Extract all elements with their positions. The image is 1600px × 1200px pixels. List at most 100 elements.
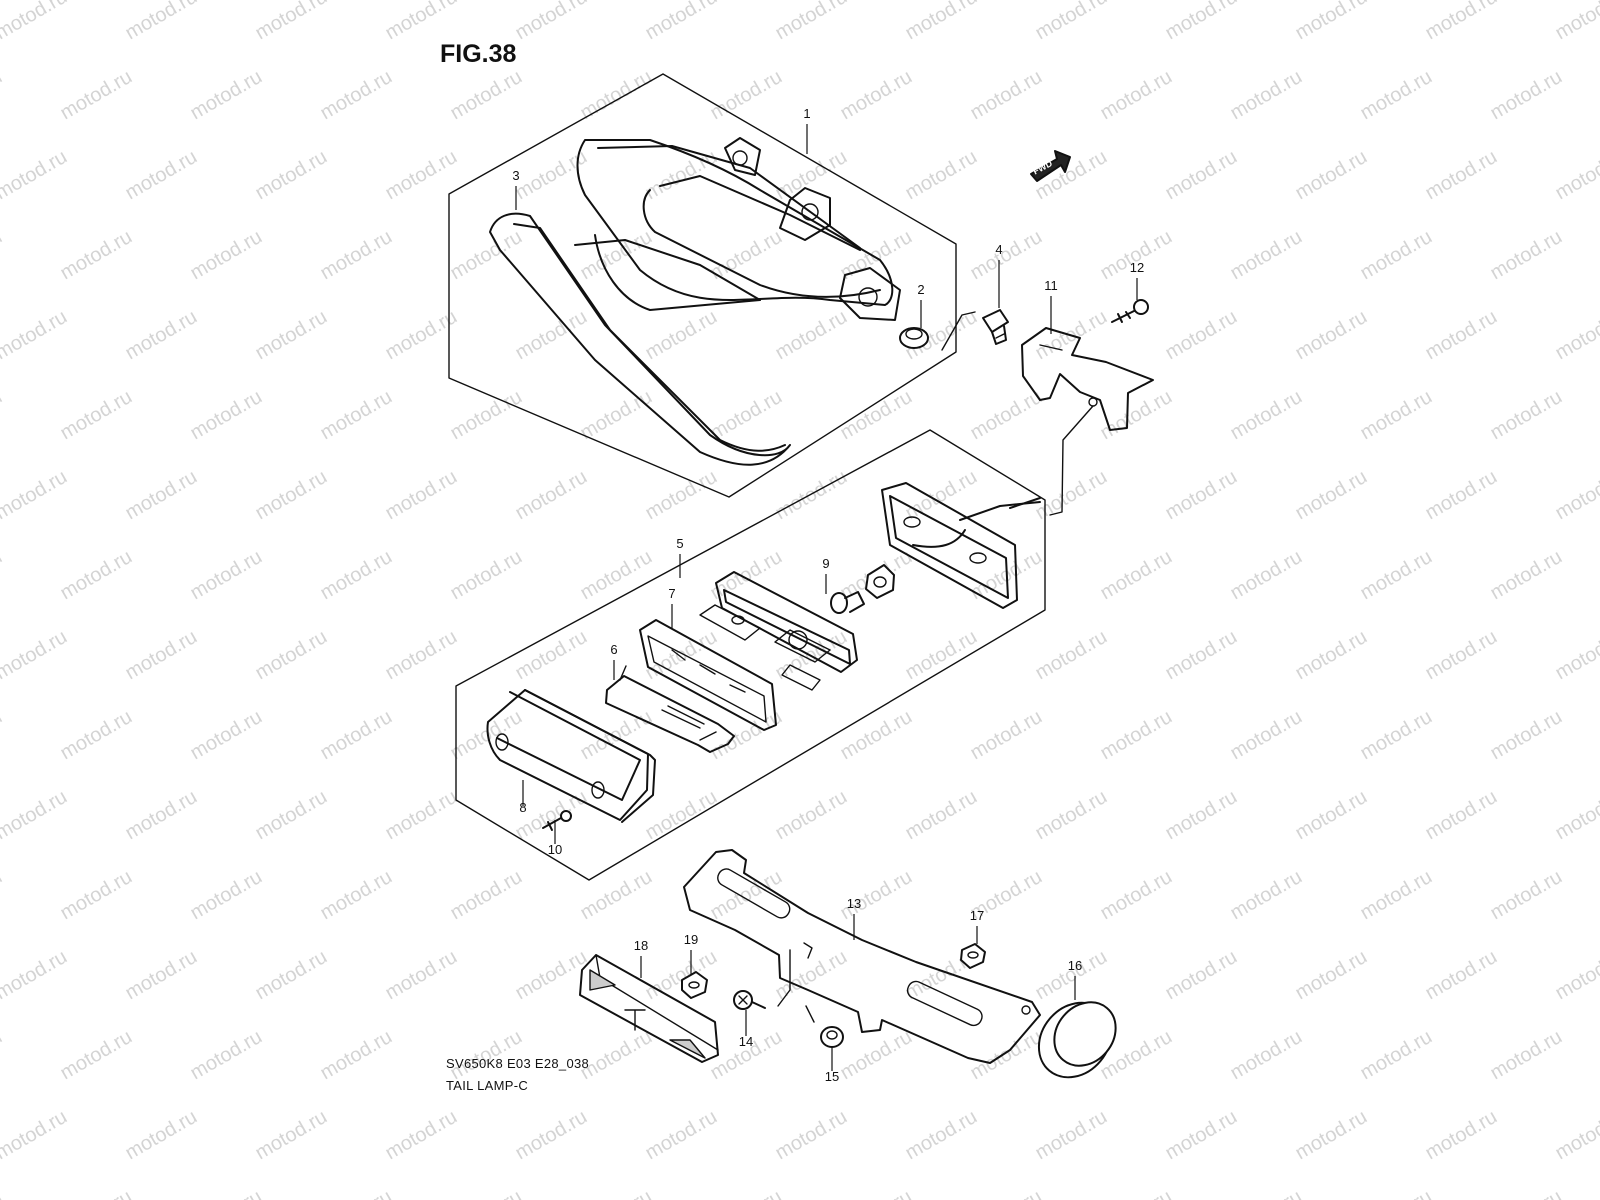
round-reflector-part[interactable] (1024, 988, 1128, 1092)
watermark-text: motod.ru (0, 786, 71, 845)
watermark-text: motod.ru (122, 146, 201, 205)
watermark-text: motod.ru (1162, 466, 1241, 525)
nut-part-19[interactable] (681, 971, 708, 999)
callout-3[interactable]: 3 (512, 168, 519, 183)
watermark-text: motod.ru (1032, 466, 1111, 525)
watermark-text: motod.ru (122, 786, 201, 845)
watermark-text: motod.ru (837, 226, 916, 285)
callout-9[interactable]: 9 (822, 556, 829, 571)
callout-10[interactable]: 10 (548, 842, 562, 857)
tail-lamp-housing-part[interactable] (574, 137, 901, 321)
callout-4[interactable]: 4 (995, 242, 1002, 257)
watermark-text: motod.ru (0, 946, 71, 1005)
watermark-text: motod.ru (447, 546, 526, 605)
screw-part[interactable] (1111, 299, 1149, 323)
callout-7[interactable]: 7 (668, 586, 675, 601)
washer-part[interactable] (820, 1026, 844, 1048)
callout-1[interactable]: 1 (803, 106, 810, 121)
watermark-text: motod.ru (57, 706, 136, 765)
watermark-text: motod.ru (1227, 66, 1306, 125)
watermark-text: motod.ru (707, 1186, 786, 1200)
callout-14[interactable]: 14 (739, 1034, 753, 1049)
watermark-text: motod.ru (187, 1186, 266, 1200)
watermark-text: motod.ru (447, 1186, 526, 1200)
callout-12[interactable]: 12 (1130, 260, 1144, 275)
watermark-text: motod.ru (837, 386, 916, 445)
lens-gasket-part[interactable] (639, 619, 777, 731)
watermark-text: motod.ru (1097, 866, 1176, 925)
watermark-text: motod.ru (317, 1026, 396, 1085)
watermark-text: motod.ru (0, 226, 6, 285)
watermark-text: motod.ru (967, 1026, 1046, 1085)
callout-18[interactable]: 18 (634, 938, 648, 953)
callout-17[interactable]: 17 (970, 908, 984, 923)
watermark-text: motod.ru (252, 146, 331, 205)
bolt-part[interactable] (982, 309, 1009, 345)
callout-19[interactable]: 19 (684, 932, 698, 947)
watermark-text: motod.ru (122, 306, 201, 365)
watermark-text: motod.ru (1292, 1106, 1371, 1165)
nut-part-17[interactable] (960, 943, 986, 969)
watermark-text: motod.ru (902, 466, 981, 525)
screw-part-10[interactable] (542, 810, 572, 831)
watermark-text: motod.ru (1032, 1106, 1111, 1165)
lamp-seal-part[interactable] (489, 212, 791, 466)
watermark-text: motod.ru (772, 786, 851, 845)
watermark-text: motod.ru (837, 1186, 916, 1200)
watermark-text: motod.ru (1032, 786, 1111, 845)
callout-5[interactable]: 5 (676, 536, 683, 551)
callout-13[interactable]: 13 (847, 896, 861, 911)
watermark-text: motod.ru (1292, 626, 1371, 685)
watermark-text: motod.ru (382, 466, 461, 525)
callout-11[interactable]: 11 (1044, 278, 1058, 293)
watermark-text: motod.ru (252, 946, 331, 1005)
watermark-text: motod.ru (1357, 226, 1436, 285)
watermark-text: motod.ru (1292, 0, 1371, 44)
bolt-part-14[interactable] (733, 990, 766, 1010)
watermark-text: motod.ru (642, 946, 721, 1005)
rectangular-reflector-part[interactable] (579, 954, 719, 1063)
watermark-text: motod.ru (967, 66, 1046, 125)
watermark-text: motod.ru (1097, 546, 1176, 605)
watermark-text: motod.ru (902, 1106, 981, 1165)
watermark-text: motod.ru (1487, 706, 1566, 765)
watermark-text: motod.ru (1422, 146, 1501, 205)
lens-part[interactable] (605, 665, 735, 753)
callout-8[interactable]: 8 (519, 800, 526, 815)
watermark-text: motod.ru (1162, 626, 1241, 685)
grommet-part[interactable] (899, 327, 929, 349)
watermark-text: motod.ru (707, 66, 786, 125)
watermark-text: motod.ru (1227, 226, 1306, 285)
watermark-text: motod.ru (1552, 0, 1600, 44)
watermark-text: motod.ru (1162, 946, 1241, 1005)
figure-name: TAIL LAMP-C (446, 1078, 529, 1093)
watermark-text: motod.ru (577, 866, 656, 925)
callout-2[interactable]: 2 (917, 282, 924, 297)
watermark-text: motod.ru (1292, 786, 1371, 845)
callout-15[interactable]: 15 (825, 1069, 839, 1084)
watermark-text: motod.ru (252, 0, 331, 44)
callout-leaders (515, 124, 1138, 1071)
lamp-unit-housing-part[interactable] (699, 571, 858, 691)
callout-6[interactable]: 6 (610, 642, 617, 657)
watermark-text: motod.ru (707, 706, 786, 765)
license-lamp-socket-part[interactable] (881, 482, 1041, 609)
watermark-text: motod.ru (252, 786, 331, 845)
license-bracket-part[interactable] (683, 849, 1041, 1064)
watermark-text: motod.ru (382, 786, 461, 845)
watermark-text: motod.ru (902, 0, 981, 44)
watermark-text: motod.ru (772, 1106, 851, 1165)
watermark-text: motod.ru (1292, 146, 1371, 205)
bracket-link-line-3 (805, 1005, 815, 1023)
watermark-text: motod.ru (1552, 306, 1600, 365)
callout-16[interactable]: 16 (1068, 958, 1082, 973)
watermark-text: motod.ru (0, 1026, 6, 1085)
watermark-text: motod.ru (577, 1186, 656, 1200)
bulb-part[interactable] (830, 564, 895, 614)
watermark-text: motod.ru (1487, 226, 1566, 285)
lamp-body-part[interactable] (486, 689, 656, 823)
watermark-text: motod.ru (1032, 626, 1111, 685)
watermark-text: motod.ru (57, 66, 136, 125)
watermark-text: motod.ru (1292, 466, 1371, 525)
watermark-text: motod.ru (1162, 306, 1241, 365)
